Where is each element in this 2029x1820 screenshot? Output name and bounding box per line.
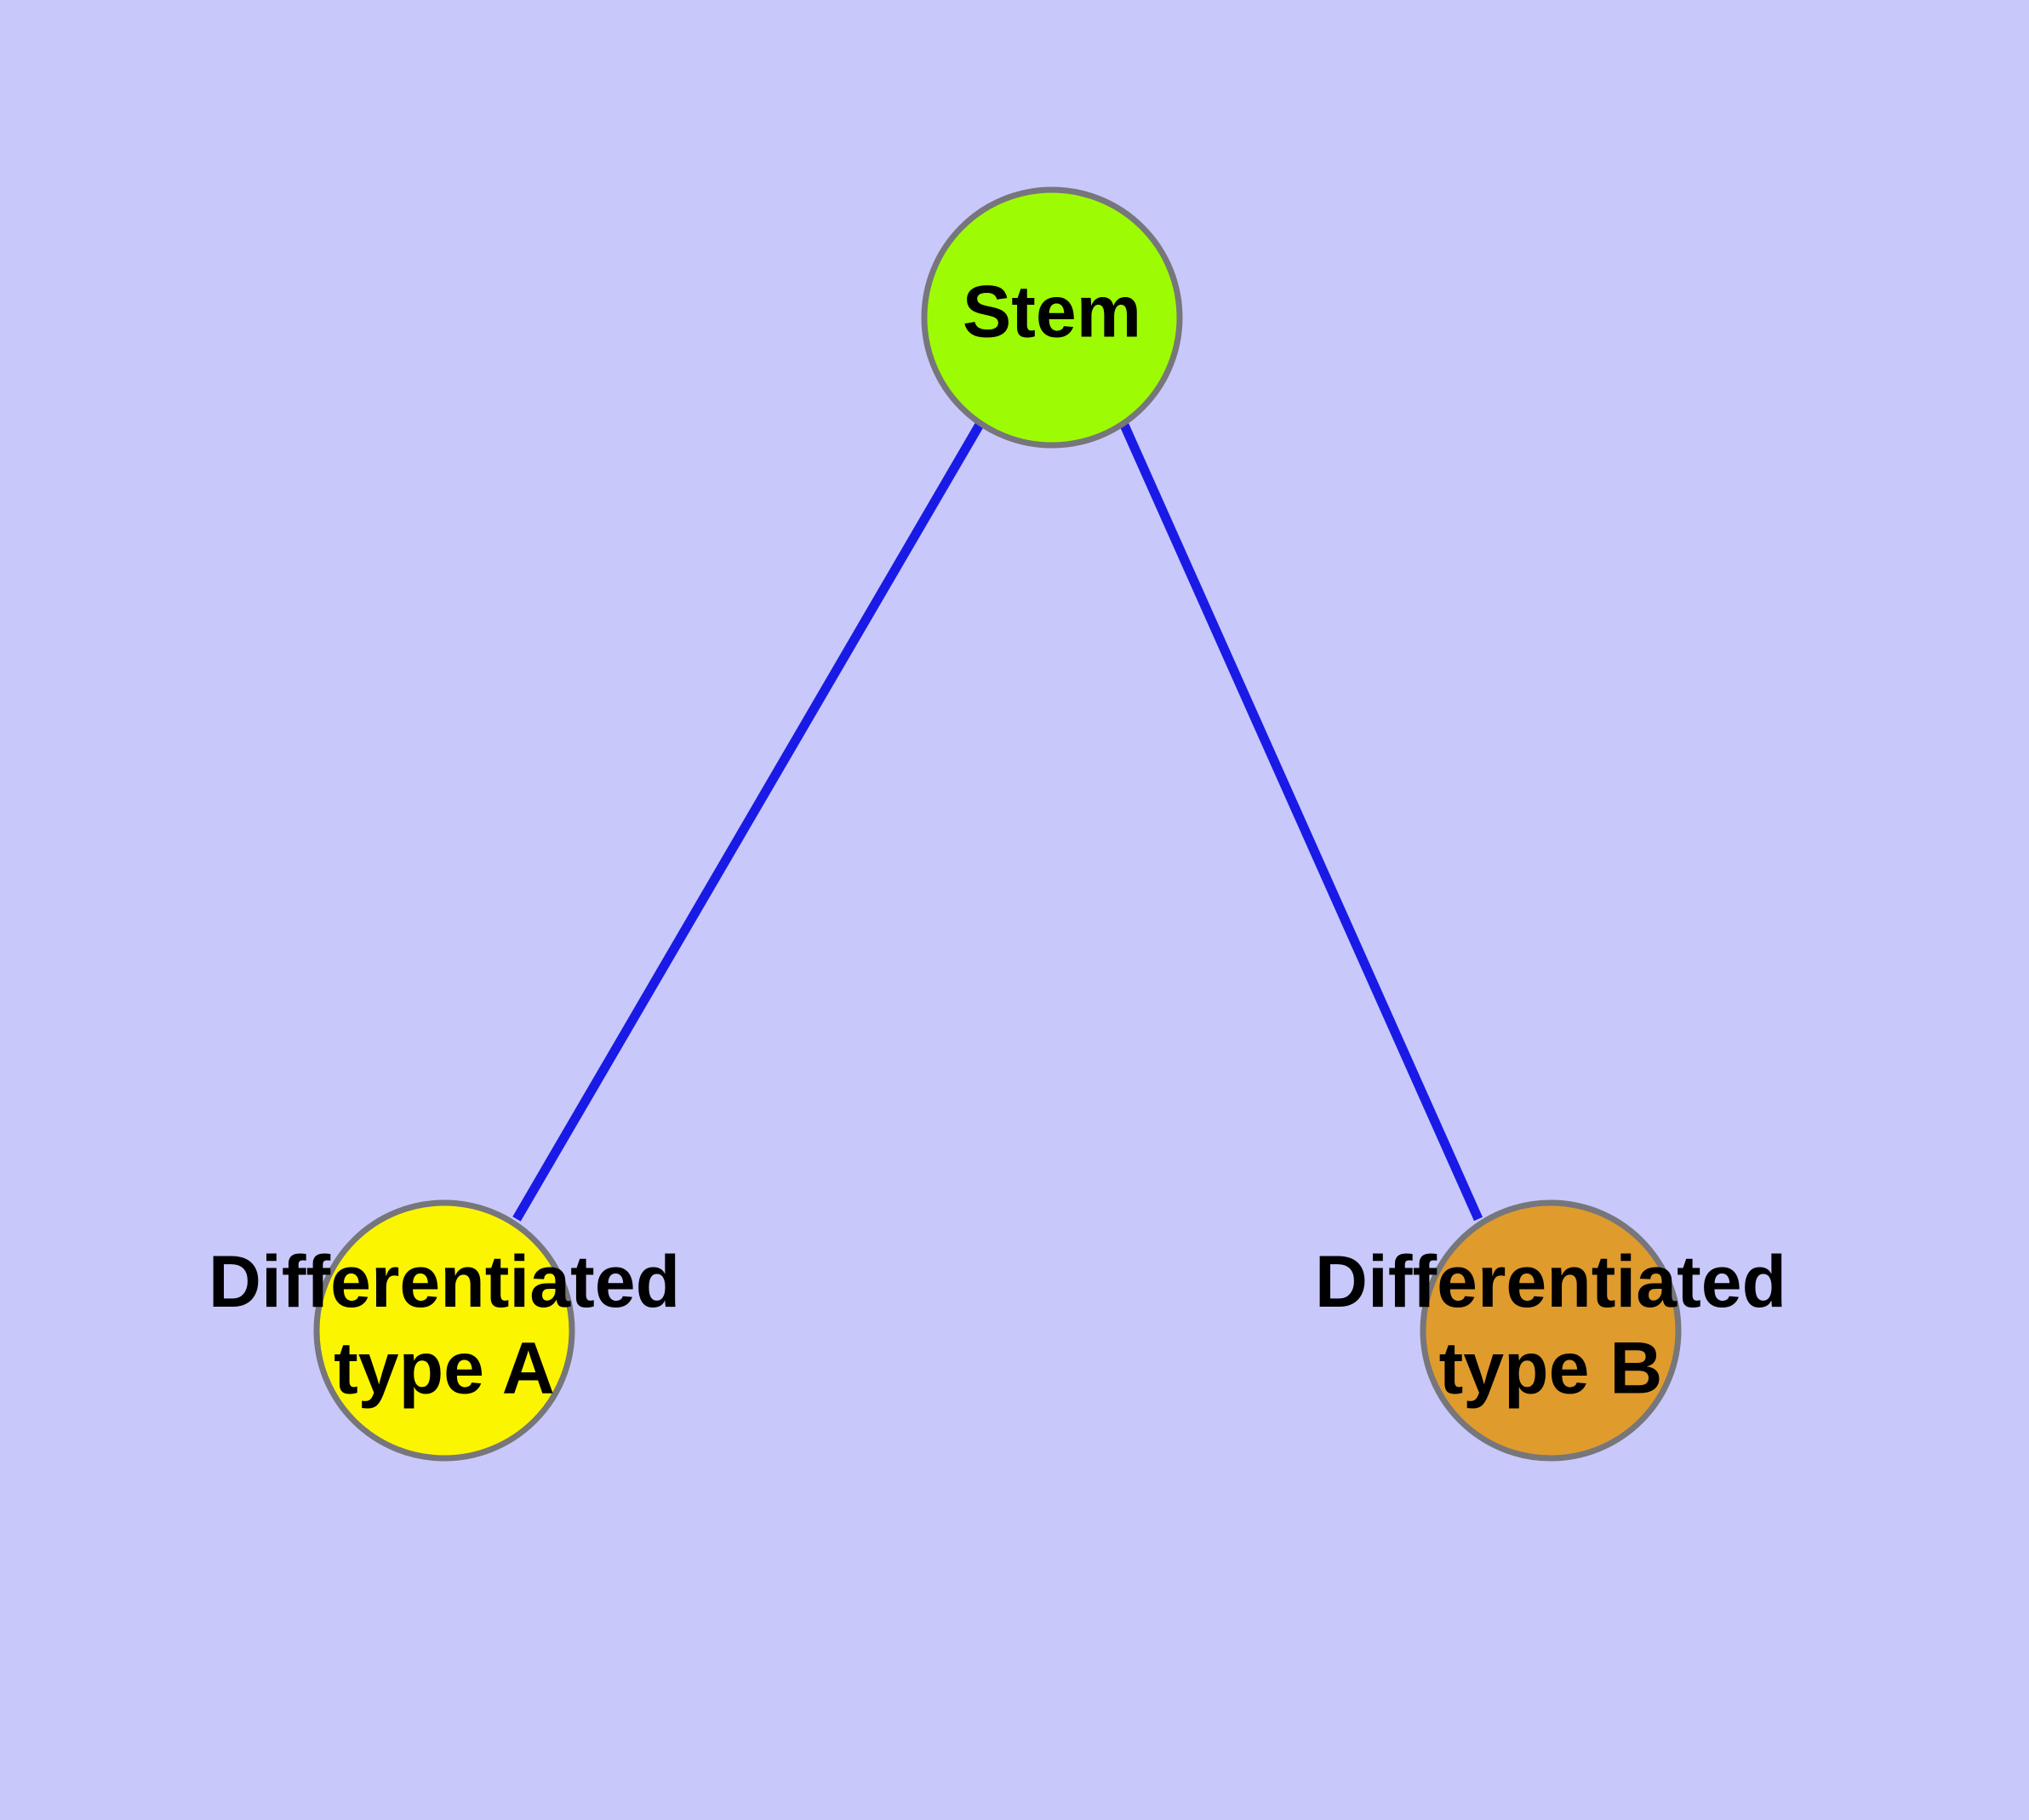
node-circle-diff-a[interactable] — [313, 1199, 575, 1462]
node-circle-diff-b[interactable] — [1420, 1199, 1682, 1462]
edge-stem-diff-b[interactable] — [1118, 421, 1483, 1222]
node-label-diff-a: type A — [334, 1327, 555, 1409]
node-label-diff-a: Differentiated — [209, 1241, 680, 1323]
node-label-diff-b: Differentiated — [1315, 1241, 1786, 1323]
edge-stem-diff-a[interactable] — [512, 421, 985, 1222]
node-label-diff-b: type B — [1439, 1327, 1663, 1409]
node-stem[interactable]: Stem — [921, 186, 1183, 449]
node-label-stem: Stem — [963, 272, 1141, 353]
edges-layer — [512, 421, 1483, 1222]
node-circle-stem[interactable] — [921, 186, 1183, 449]
